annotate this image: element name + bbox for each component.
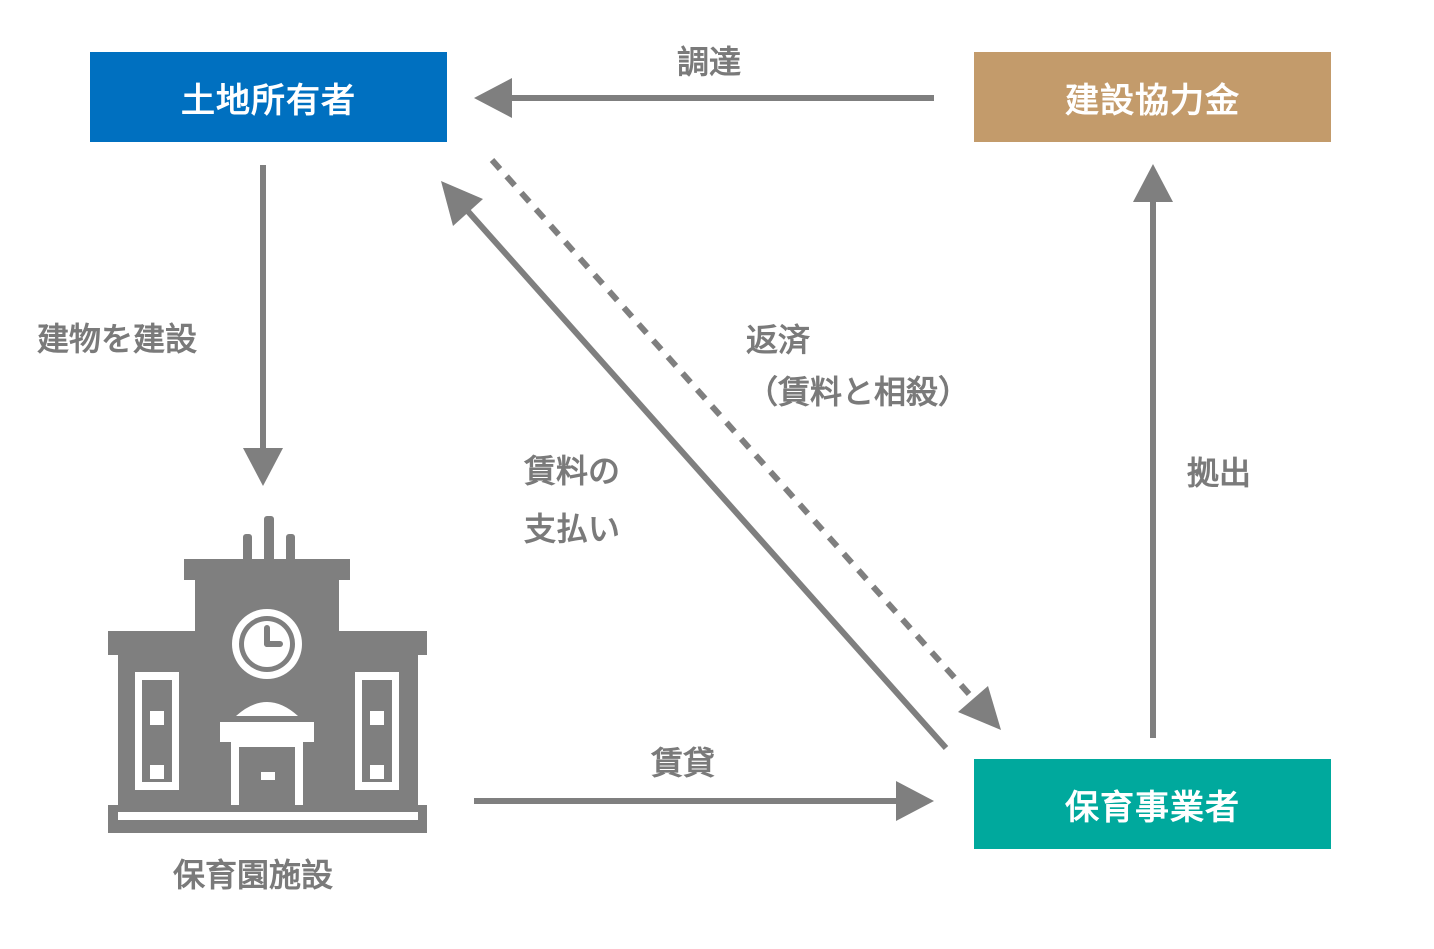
lease-label: 賃貸 xyxy=(651,744,716,782)
land-owner-box: 土地所有者 xyxy=(90,52,447,142)
contribute-label: 拠出 xyxy=(1187,454,1252,492)
clock-hands xyxy=(264,625,283,647)
childcare-operator-box: 保育事業者 xyxy=(974,759,1331,849)
arrow-rent-payment xyxy=(441,181,949,750)
arrow-contribute xyxy=(1133,164,1173,738)
facility-label: 保育園施設 xyxy=(173,856,334,894)
repay-note-label: （賃料と相殺） xyxy=(746,373,971,411)
construction-cooperation-fund-box: 建設協力金 xyxy=(974,52,1331,142)
rent-payment-label-line1: 賃料の xyxy=(524,452,621,490)
build-label: 建物を建設 xyxy=(37,320,198,358)
rent-payment-label-line2: 支払い xyxy=(524,510,621,548)
arrow-build xyxy=(243,165,283,486)
arrow-lease xyxy=(474,781,934,821)
procure-label: 調達 xyxy=(677,43,742,81)
repay-label: 返済 xyxy=(746,321,811,359)
arrow-procure xyxy=(474,78,934,118)
arrow-repay xyxy=(489,158,1001,730)
